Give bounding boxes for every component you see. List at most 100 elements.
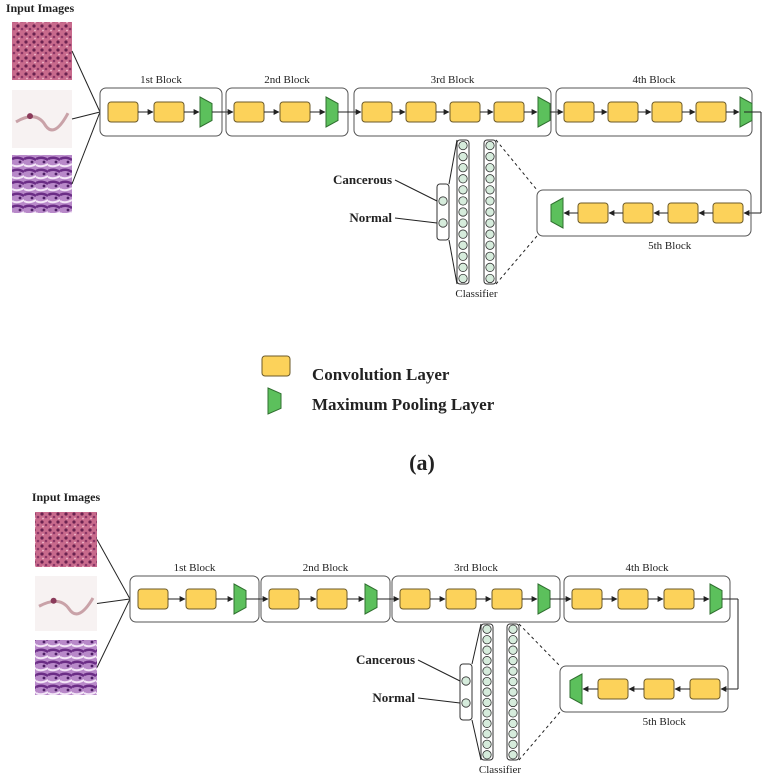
input-images-title: Input Images <box>6 1 75 15</box>
connector-line <box>96 598 131 604</box>
tissue-fiber <box>38 597 95 616</box>
conv-layer <box>689 678 721 700</box>
neuron <box>485 229 495 239</box>
neuron <box>482 729 492 739</box>
tissue-image-purple-dense <box>12 22 72 80</box>
connector-line <box>71 50 101 113</box>
pool-layer <box>199 96 213 128</box>
block-label: 2nd Block <box>264 74 310 86</box>
dense-layer-1 <box>480 623 494 761</box>
neuron <box>458 218 468 228</box>
block-5 <box>536 189 752 237</box>
connector-line <box>448 239 458 285</box>
connector-line <box>71 111 101 120</box>
classifier-label: Classifier <box>455 288 497 300</box>
conv-layer <box>695 101 727 123</box>
neuron <box>508 750 518 760</box>
neuron <box>508 676 518 687</box>
tissue-nucleus <box>27 113 33 120</box>
tissue-image-purple-stroma <box>12 155 72 213</box>
tissue-nucleus <box>50 597 57 604</box>
block-label: 5th Block <box>643 716 687 728</box>
neuron <box>458 140 468 151</box>
neuron <box>482 676 492 687</box>
neuron <box>485 251 495 261</box>
neuron <box>482 718 492 728</box>
neuron <box>458 207 468 217</box>
caption-a: (a) <box>409 450 435 475</box>
output-layer <box>459 663 473 721</box>
neuron <box>508 729 518 739</box>
connector-line <box>71 111 101 185</box>
conv-layer <box>399 588 431 610</box>
neuron <box>508 697 518 708</box>
conv-layer <box>667 202 699 224</box>
neuron <box>482 697 492 708</box>
legend-conv-label: Convolution Layer <box>312 365 450 384</box>
conv-layer <box>563 101 595 123</box>
conv-layer <box>405 101 437 123</box>
block-label: 1st Block <box>174 562 216 574</box>
neuron <box>482 739 492 749</box>
input-images-title: Input Images <box>32 490 101 504</box>
conv-layer <box>153 101 185 123</box>
output-neuron <box>461 676 471 686</box>
neuron <box>485 185 495 195</box>
pool-layer <box>550 197 564 229</box>
neuron <box>458 174 468 184</box>
connector-line <box>96 539 131 600</box>
pool-layer <box>537 96 551 128</box>
neuron <box>482 656 492 666</box>
neuron <box>485 174 495 184</box>
output-layer <box>436 183 450 241</box>
conv-layer <box>597 678 629 700</box>
conv-layer <box>268 588 300 610</box>
pool-layer <box>325 96 339 128</box>
tissue-image-purple-dense <box>35 512 97 567</box>
tissue-image-pale-sparse <box>35 576 97 631</box>
conv-layer <box>491 588 523 610</box>
neuron <box>485 207 495 217</box>
conv-layer <box>493 101 525 123</box>
block-label: 1st Block <box>140 74 182 86</box>
connector-line <box>394 217 438 224</box>
neuron <box>458 229 468 239</box>
dense-layer-1 <box>456 139 470 285</box>
neuron <box>458 240 468 250</box>
neuron <box>485 196 495 206</box>
tissue-image-purple-stroma <box>35 640 97 695</box>
neuron <box>508 708 518 718</box>
dense-layer-2 <box>506 623 520 761</box>
neuron <box>508 666 518 676</box>
neuron <box>458 251 468 261</box>
neuron <box>508 635 518 645</box>
tissue-image <box>35 640 97 695</box>
connector-line <box>471 719 482 761</box>
conv-layer <box>361 101 393 123</box>
block-label: 4th Block <box>625 562 669 574</box>
tissue-image <box>12 22 72 80</box>
connector-line <box>394 179 438 202</box>
tissue-fiber <box>15 112 70 132</box>
conv-layer <box>233 101 265 123</box>
neuron <box>482 666 492 676</box>
output-label-cancerous: Cancerous <box>356 652 415 667</box>
pool-layer <box>267 387 282 415</box>
output-neuron <box>438 218 448 228</box>
tissue-image <box>35 512 97 567</box>
neuron <box>508 624 518 634</box>
neuron <box>482 687 492 697</box>
pool-layer <box>709 583 723 615</box>
block-label: 4th Block <box>632 74 676 86</box>
conv-layer <box>607 101 639 123</box>
block-5 <box>559 665 729 713</box>
neuron <box>458 262 468 272</box>
conv-layer <box>643 678 675 700</box>
neuron <box>458 163 468 173</box>
pool-layer <box>364 583 378 615</box>
neuron <box>485 262 495 272</box>
neuron <box>458 152 468 162</box>
